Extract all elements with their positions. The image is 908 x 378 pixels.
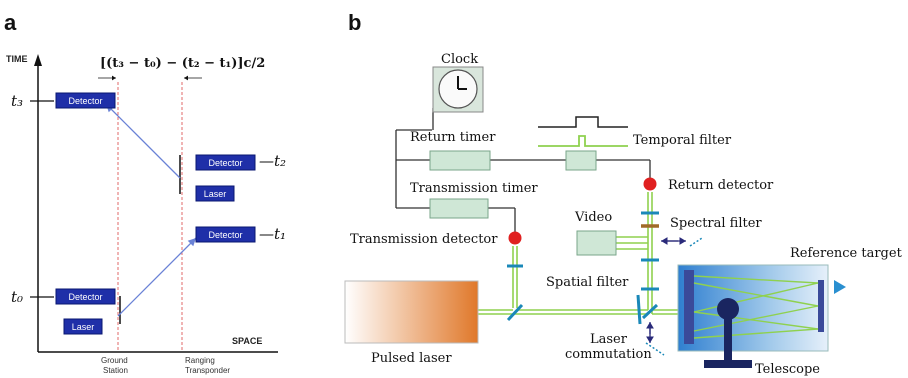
return-detector-dot xyxy=(643,177,657,191)
downlink-arrow xyxy=(105,103,181,179)
y-axis-label: TIME xyxy=(6,54,28,64)
detector-box-t1-label: Detector xyxy=(208,230,242,240)
commutation-plate xyxy=(636,294,642,325)
temporal-filter-label: Temporal filter xyxy=(633,133,732,148)
return-detector-label: Return detector xyxy=(668,178,774,193)
t3-label: t₃ xyxy=(11,92,23,110)
clock xyxy=(432,66,484,113)
spectral-filter-label: Spectral filter xyxy=(670,216,762,231)
pulsed-laser-box xyxy=(344,280,479,344)
return-timer-box xyxy=(429,150,491,171)
telescope-label: Telescope xyxy=(755,362,820,377)
transmission-timer-box xyxy=(429,198,489,219)
detector-box-top-left-label: Detector xyxy=(68,96,102,106)
panel-a-label: a xyxy=(4,10,17,35)
pulsed-laser-label: Pulsed laser xyxy=(371,351,452,366)
panel-b: b Clock Return timer xyxy=(344,10,903,377)
uplink-arrow xyxy=(117,237,197,317)
temporal-pulse-green xyxy=(538,135,628,147)
transmission-detector-label: Transmission detector xyxy=(350,232,498,247)
return-timer-label: Return timer xyxy=(410,130,496,145)
detector-box-t1: Detector xyxy=(195,226,256,243)
detector-box-top-left: Detector xyxy=(55,92,116,109)
transmission-detector-dot xyxy=(508,231,522,245)
laser-box-left: Laser xyxy=(63,318,103,335)
spatial-filter-label: Spatial filter xyxy=(546,275,629,290)
t2-label: —t₂ xyxy=(259,152,286,170)
telescope-secondary-mirror xyxy=(818,280,824,332)
telescope-primary-mirror xyxy=(684,270,694,344)
filters xyxy=(507,211,659,291)
temporal-pulse-black xyxy=(538,116,628,128)
laser-box-left-label: Laser xyxy=(72,322,95,332)
transmission-mirror xyxy=(506,303,524,322)
telescope-rays xyxy=(693,275,819,339)
laser-box-right: Laser xyxy=(195,185,235,202)
telescope-base xyxy=(704,360,752,368)
ranging-label-1: Ranging xyxy=(185,356,215,365)
laser-box-right-label: Laser xyxy=(204,189,227,199)
detector-box-bottom-left: Detector xyxy=(55,288,116,305)
panel-b-label: b xyxy=(348,10,361,35)
detector-box-t2: Detector xyxy=(195,154,256,171)
video-box xyxy=(576,230,617,256)
range-formula: [(t₃ − t₀) − (t₂ − t₁)]c/2 xyxy=(100,56,265,71)
clock-label: Clock xyxy=(441,52,478,67)
spectral-filter-alt xyxy=(689,237,703,247)
t0-label: t₀ xyxy=(11,288,23,306)
laser-commutation-label-1: Laser xyxy=(590,332,628,347)
x-axis-label: SPACE xyxy=(232,336,262,346)
reference-target-icon xyxy=(834,280,846,294)
video-label: Video xyxy=(574,210,612,225)
telescope-stand xyxy=(724,318,732,363)
ground-label-2: Station xyxy=(103,366,128,375)
ground-label-1: Ground xyxy=(101,356,128,365)
panel-a: a TIME SPACE t₃ t₀ [(t₃ − t₀) − (t₂ − t₁… xyxy=(4,10,286,375)
y-axis-arrowhead xyxy=(34,54,42,66)
t1-label: —t₁ xyxy=(259,225,286,243)
telescope-secondary xyxy=(717,298,739,320)
ranging-label-2: Transponder xyxy=(185,366,230,375)
telescope xyxy=(677,264,829,368)
laser-commutation-label-2: commutation xyxy=(565,347,652,362)
transmission-timer-label: Transmission timer xyxy=(410,181,538,196)
temporal-filter-box xyxy=(565,150,597,171)
wiring xyxy=(395,108,651,232)
commutation-mirror xyxy=(641,303,659,320)
reference-target-label: Reference target xyxy=(790,246,903,261)
detector-box-bottom-left-label: Detector xyxy=(68,292,102,302)
detector-box-t2-label: Detector xyxy=(208,158,242,168)
